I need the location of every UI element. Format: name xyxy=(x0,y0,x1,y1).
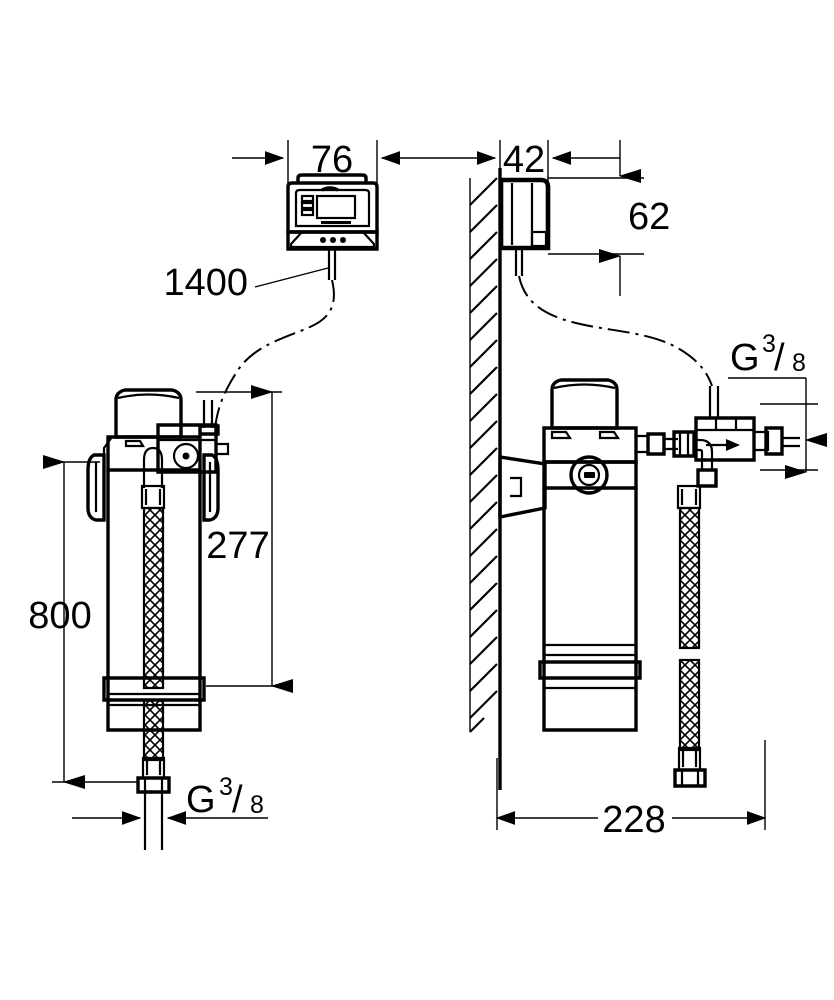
flow-direction-arrow-right xyxy=(706,439,740,451)
filter-head-port-block xyxy=(156,423,218,474)
bracket-clip-right xyxy=(202,453,220,522)
dimension-label-42: 42 xyxy=(503,139,545,181)
filter-head-cap xyxy=(114,388,183,439)
thread-label-left-prefix: G xyxy=(186,779,216,821)
thread-label-right-denominator: 8 xyxy=(792,349,806,377)
filter-knob[interactable] xyxy=(569,455,609,495)
cable-length-callout: 1400 xyxy=(163,262,329,304)
thread-label-left-slash: / xyxy=(232,779,243,821)
filter-assembly-front-view xyxy=(86,388,230,850)
thread-label-right: G 3 / 8 xyxy=(728,330,807,400)
dimension-control-unit-height: 62 xyxy=(548,140,670,296)
filter-canister-side xyxy=(542,488,638,732)
control-unit-front-view xyxy=(286,173,379,280)
bracket-clip-left xyxy=(86,453,106,522)
dimension-total-depth: 228 xyxy=(495,740,767,841)
thread-label-right-numerator: 3 xyxy=(762,330,776,358)
dimension-filter-head-height: 277 xyxy=(196,385,293,693)
dimension-valve-center-ticks xyxy=(760,400,827,479)
dimension-label-228: 228 xyxy=(602,799,665,841)
outlet-piping xyxy=(636,430,718,488)
filter-head-cap-side xyxy=(550,378,619,430)
control-button-3[interactable] xyxy=(300,208,315,217)
dimension-label-1400: 1400 xyxy=(163,262,248,304)
thread-label-left-numerator: 3 xyxy=(219,773,233,801)
indicator-dot-2 xyxy=(330,237,336,243)
wall-section-hatched xyxy=(469,168,502,790)
indicator-dot-3 xyxy=(340,237,346,243)
thread-label-left-denominator: 8 xyxy=(250,791,264,819)
dimension-label-62: 62 xyxy=(628,196,670,238)
braided-hose-left xyxy=(136,446,171,850)
dimension-label-277: 277 xyxy=(206,525,269,567)
dimension-label-800: 800 xyxy=(28,595,91,637)
thread-label-left: G 3 / 8 xyxy=(72,773,268,825)
control-button-1[interactable] xyxy=(300,194,315,203)
thread-label-right-prefix: G xyxy=(730,337,760,379)
braided-hose-right xyxy=(673,484,707,788)
indicator-dot-1 xyxy=(320,237,326,243)
dimension-control-unit-depth: 42 xyxy=(452,139,620,196)
control-button-2[interactable] xyxy=(300,201,315,210)
control-unit-side-view xyxy=(498,177,551,276)
lcd-screen xyxy=(315,194,357,220)
control-cable-right xyxy=(518,275,713,387)
shutoff-valve[interactable] xyxy=(694,386,800,462)
filter-assembly-side-view xyxy=(498,378,800,788)
thread-label-right-slash: / xyxy=(774,337,785,379)
dimension-total-height: 800 xyxy=(28,455,138,789)
